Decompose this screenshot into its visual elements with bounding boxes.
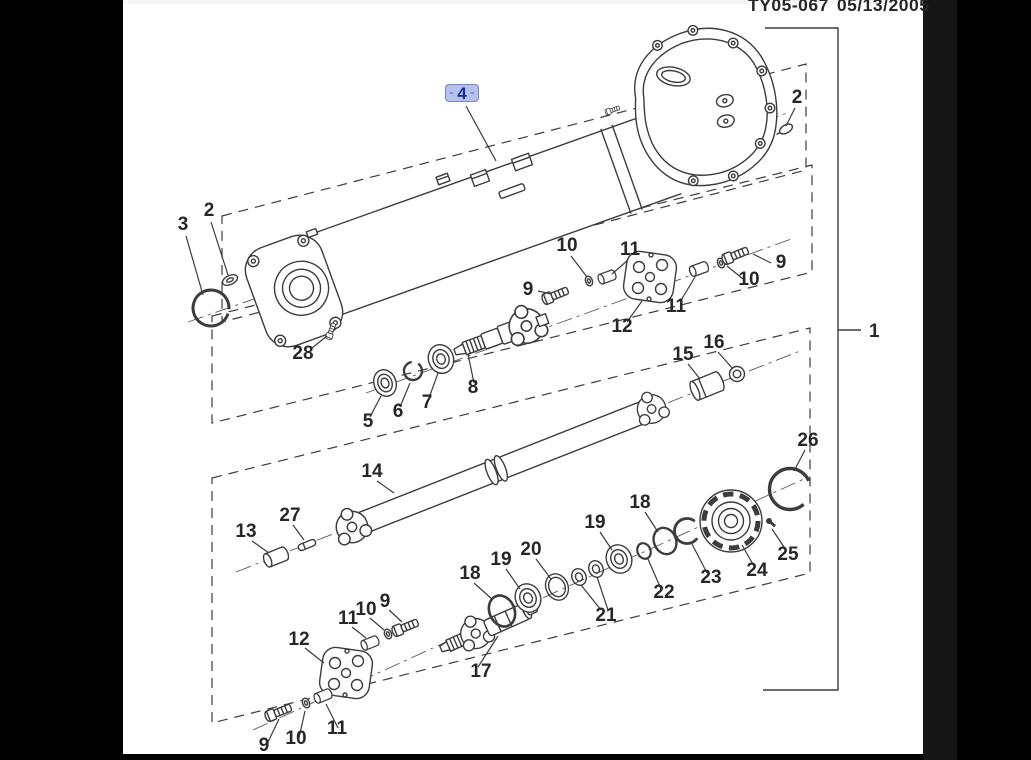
right-panel-band [923,0,957,760]
callout-assembly-bracket[interactable]: 1 [869,321,880,342]
callout-front-washer[interactable]: 2 [204,200,215,221]
callout-lock-pin[interactable]: 25 [777,544,799,565]
part-large-snap-ring-drawing [767,466,813,512]
callout-output-shaft[interactable]: 17 [470,661,491,682]
top-strip [123,0,923,4]
document-date: 05/13/2005 [837,0,930,15]
callout-vent-bolt[interactable]: 28 [292,343,313,364]
callout-bearing-a[interactable]: 19 [490,549,511,570]
callout-input-shaft[interactable]: 8 [468,377,479,398]
callout-housing-bolt[interactable]: 2 [792,87,803,108]
callout-large-snap-ring[interactable]: 26 [797,430,818,451]
part-support-bushing-drawing [262,546,290,568]
callout-front-coupling-spacer-left[interactable]: 11 [620,239,641,260]
part-lock-pin-drawing [766,518,777,528]
callout-dowel-pin[interactable]: 27 [279,505,300,526]
housing-bolt-ears [651,24,776,187]
document-code: TY05-067 [748,0,829,15]
part-c-clip-drawing [673,517,701,545]
callout-spacer-rings[interactable]: 21 [595,605,617,626]
callout-c-clip[interactable]: 23 [700,567,721,588]
callout-front-bearing[interactable]: 7 [422,392,433,413]
diagram-paper [123,0,923,754]
part-shim-ring-drawing [544,573,570,601]
callout-damper-bushing[interactable]: 15 [672,344,694,365]
part-bell-housing-drawing [634,24,778,187]
callout-front-coupling-bolt-left[interactable]: 9 [523,279,534,300]
callout-bottom-bolt[interactable]: 9 [259,735,270,756]
part-retaining-ring-drawing [402,360,424,382]
callout-rear-flex-coupling[interactable]: 12 [288,629,309,650]
part-retainer-ring-drawing [636,542,652,560]
part-front-washer-drawing [221,274,239,286]
callout-oring-rear[interactable]: 18 [629,492,650,513]
callout-front-coupling-washer-left[interactable]: 10 [556,235,577,256]
group-box-driveline [211,327,811,724]
selected-callout-chip[interactable]: 4 [445,84,479,103]
part-spacer-ring-b-drawing [588,560,604,578]
part-input-shaft-drawing [453,298,551,356]
callout-rear-coupling-washer[interactable]: 10 [355,599,376,620]
part-housing-bolt-drawing [776,123,794,136]
callout-rear-coupling-bolt[interactable]: 9 [380,591,391,612]
callout-retaining-ring-small[interactable]: 6 [393,401,404,422]
callout-seal[interactable]: 5 [363,411,374,432]
part-propeller-shaft-drawing [328,386,673,549]
callout-oring-front[interactable]: 18 [459,563,480,584]
callout-front-flex-coupling[interactable]: 12 [611,316,632,337]
part-seal-drawing [372,369,398,397]
callout-front-coupling-spacer-right[interactable]: 11 [666,296,687,317]
callout-front-coupling-washer-right[interactable]: 10 [738,269,759,290]
part-coupling-hub-drawing [700,490,762,552]
part-oring-front-drawing [487,594,517,628]
part-front-adapter-drawing [244,234,344,348]
callout-retainer-ring[interactable]: 22 [653,582,674,603]
callout-shaft-nut[interactable]: 16 [703,332,724,353]
callout-propeller-shaft[interactable]: 14 [361,461,383,482]
group-box-tube [221,63,807,323]
callout-bearing-b[interactable]: 19 [584,512,605,533]
callout-bottom-spacer[interactable]: 11 [327,718,348,739]
part-spacer-ring-a-drawing [571,568,587,586]
assembly-bracket [763,27,861,691]
callout-rear-coupling-spacer[interactable]: 11 [338,608,359,629]
callout-support-bushing[interactable]: 13 [235,521,256,542]
part-shaft-nut-drawing [728,365,746,383]
callout-torque-tube-selected[interactable]: 4 [457,84,467,103]
callout-front-oring[interactable]: 3 [178,214,189,235]
document-header: TY05-067 05/13/2005 [748,0,929,15]
leader-lines [185,105,806,745]
callout-front-coupling-bolt-right[interactable]: 9 [776,252,787,273]
callout-shim-ring[interactable]: 20 [520,539,541,560]
callout-bottom-washer[interactable]: 10 [285,728,306,749]
part-dowel-pin-drawing [297,538,317,552]
part-front-oring-drawing [191,288,231,328]
callout-coupling-hub[interactable]: 24 [746,560,768,581]
